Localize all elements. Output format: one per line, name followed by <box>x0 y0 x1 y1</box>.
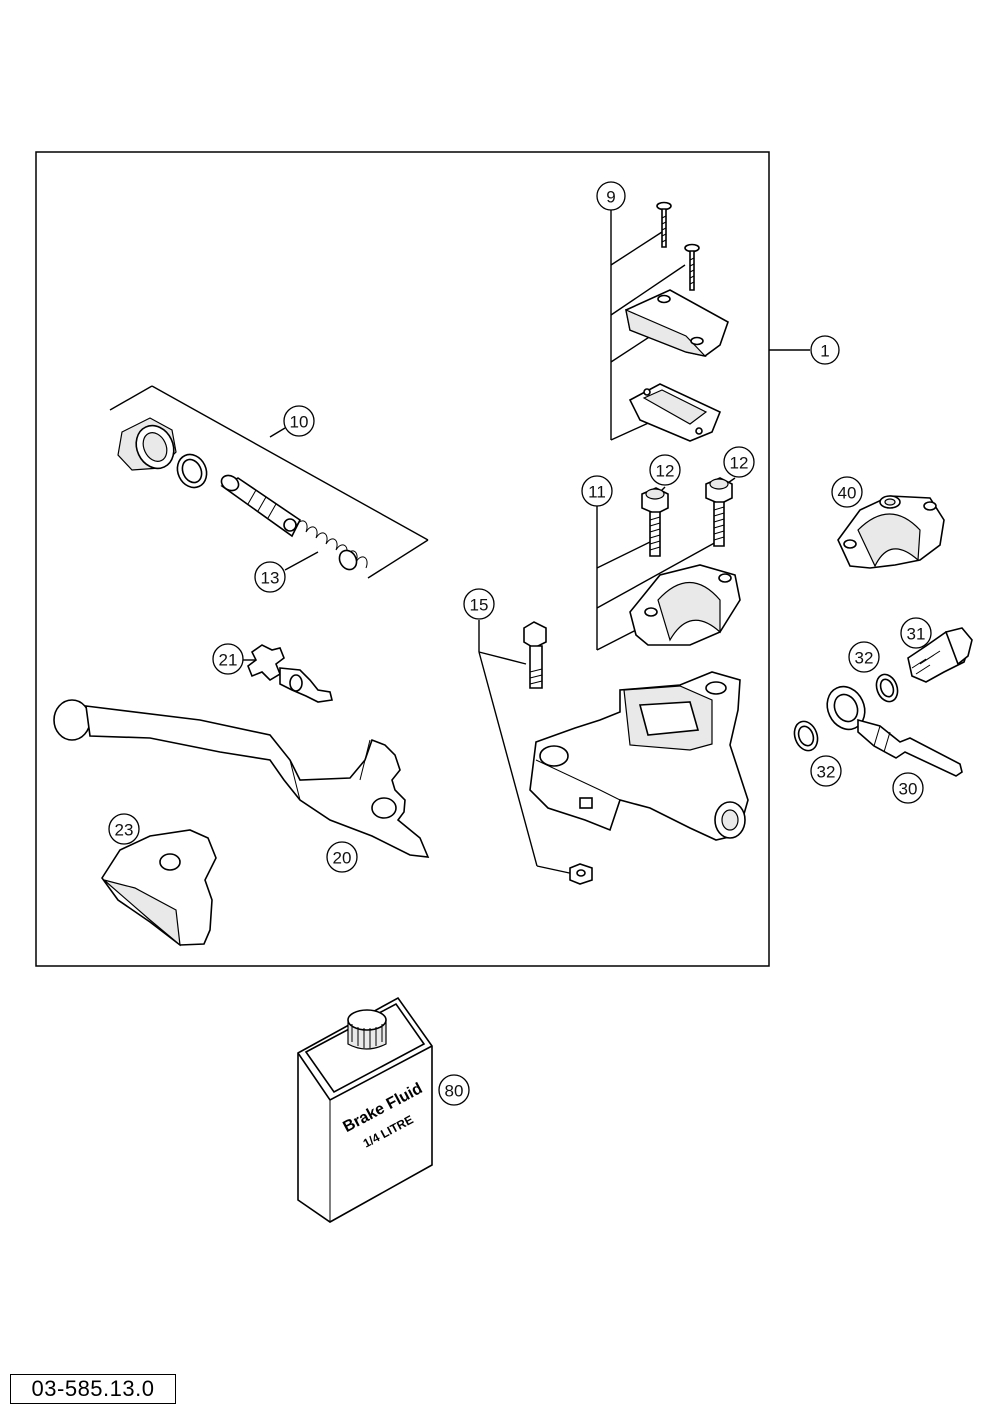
callout-12: 12 <box>649 454 681 486</box>
svg-text:32: 32 <box>817 763 836 782</box>
clamp-bolt <box>641 487 669 557</box>
lever-pivot-bolt <box>523 621 547 689</box>
handlebar-clamp-spare <box>837 495 945 569</box>
callout-1: 1 <box>810 335 840 365</box>
svg-text:11: 11 <box>588 483 606 502</box>
svg-text:31: 31 <box>907 625 926 644</box>
svg-text:80: 80 <box>445 1082 464 1101</box>
callout-32: 32 <box>848 641 880 673</box>
leader-lines <box>109 210 810 875</box>
clamp-bolt <box>705 477 733 547</box>
banjo-bolt <box>907 627 973 683</box>
svg-text:30: 30 <box>899 780 918 799</box>
sealing-washer <box>875 673 899 703</box>
circlip <box>176 453 208 489</box>
callout-11: 11 <box>581 475 613 507</box>
reservoir-cover-screw <box>656 201 672 248</box>
svg-text:13: 13 <box>261 569 280 588</box>
sealing-washer <box>793 720 819 752</box>
svg-text:15: 15 <box>470 596 489 615</box>
callout-31: 31 <box>900 617 932 649</box>
callout-20: 20 <box>326 841 358 873</box>
svg-text:12: 12 <box>656 462 675 481</box>
callout-21: 21 <box>212 643 244 675</box>
svg-text:10: 10 <box>290 413 309 432</box>
callout-15: 15 <box>463 588 495 620</box>
assembly-frame <box>35 151 770 967</box>
svg-text:23: 23 <box>115 821 134 840</box>
callout-9: 9 <box>596 181 626 211</box>
callout-32: 32 <box>810 755 842 787</box>
svg-text:21: 21 <box>219 651 238 670</box>
reservoir-cover <box>625 289 729 357</box>
master-cylinder-body <box>529 671 749 841</box>
reservoir-cover-screw <box>684 243 700 291</box>
lever-cover <box>101 829 217 947</box>
lever-adjuster-knob <box>247 644 333 703</box>
piston-boot <box>117 417 177 471</box>
callout-30: 30 <box>892 772 924 804</box>
handlebar-clamp <box>629 564 741 646</box>
svg-text:32: 32 <box>855 649 874 668</box>
brake-lever <box>53 699 430 858</box>
callout-40: 40 <box>831 476 863 508</box>
brake-line <box>826 685 963 777</box>
reservoir-diaphragm <box>628 383 722 442</box>
drawing-code: 03-585.13.0 <box>10 1374 176 1404</box>
callout-13: 13 <box>254 561 286 593</box>
callout-12: 12 <box>723 446 755 478</box>
svg-text:12: 12 <box>730 454 749 473</box>
svg-text:40: 40 <box>838 484 857 503</box>
svg-text:1: 1 <box>820 342 829 361</box>
svg-text:9: 9 <box>606 188 615 207</box>
brake-fluid-bottle: Brake Fluid 1/4 LITRE <box>297 996 433 1223</box>
svg-text:20: 20 <box>333 849 352 868</box>
callout-23: 23 <box>108 813 140 845</box>
lever-pivot-nut <box>569 863 593 885</box>
piston-spring <box>295 520 368 571</box>
callout-10: 10 <box>283 405 315 437</box>
callout-80: 80 <box>438 1074 470 1106</box>
piston <box>220 474 302 538</box>
